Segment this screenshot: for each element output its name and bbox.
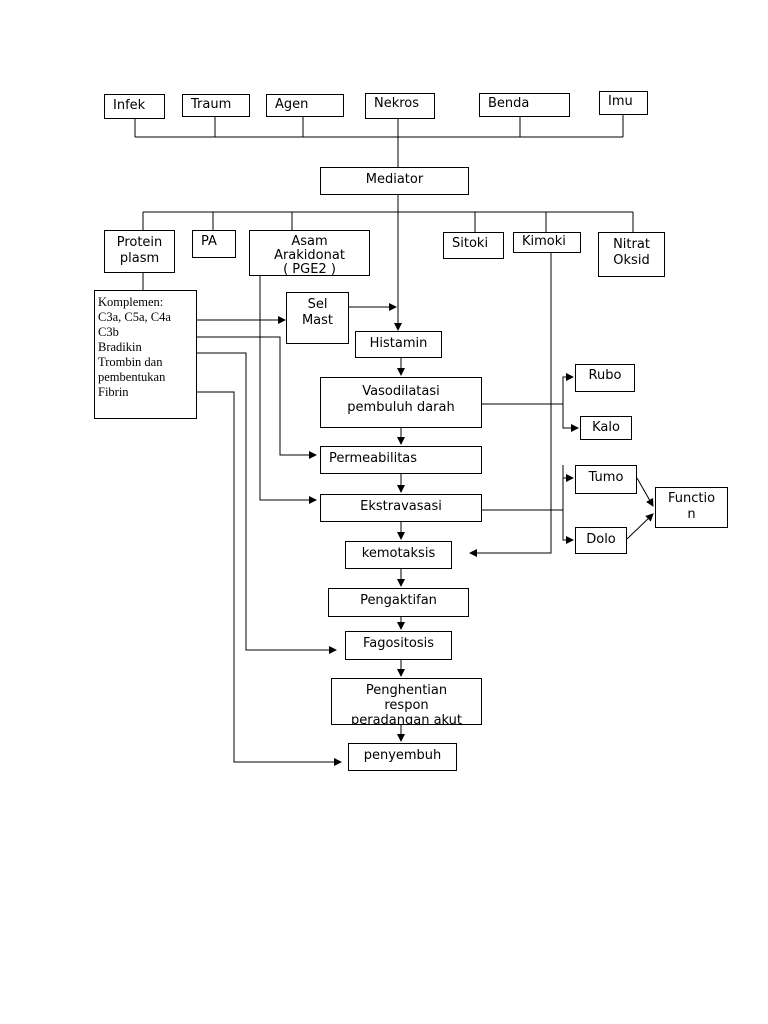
tumor-box: Tumo (575, 465, 637, 494)
ekstravasasi-box: Ekstravasasi (320, 494, 482, 522)
komplemen-box: Komplemen: C3a, C5a, C4a C3b Bradikin Tr… (94, 290, 197, 419)
pa-box: PA (192, 230, 236, 258)
kemotaksis-box: kemotaksis (345, 541, 452, 569)
kimoki-box: Kimoki (513, 232, 581, 253)
histamin-box: Histamin (355, 331, 442, 358)
fagositosis-box: Fagositosis (345, 631, 452, 660)
rubor-box: Rubo (575, 364, 635, 392)
nitrat-oksid-box: Nitrat Oksid (598, 232, 665, 277)
dolor-box: Dolo (575, 527, 627, 554)
function-box: Functio n (655, 487, 728, 528)
permeabilitas-box: Permeabilitas (320, 446, 482, 474)
penyembuh-box: penyembuh (348, 743, 457, 771)
sel-mast-box: Sel Mast (286, 292, 349, 344)
mediator-box: Mediator (320, 167, 469, 195)
source-imu: Imu (599, 91, 648, 115)
penghentian-box: Penghentian respon peradangan akut (331, 678, 482, 725)
source-agen: Agen (266, 94, 344, 117)
source-traum: Traum (182, 94, 250, 117)
source-benda: Benda (479, 93, 570, 117)
kalor-box: Kalo (580, 416, 632, 440)
sitoki-box: Sitoki (443, 232, 504, 259)
vasodilatasi-box: Vasodilatasi pembuluh darah (320, 377, 482, 428)
asam-arakidonat-box: Asam Arakidonat ( PGE2 ) (249, 230, 370, 276)
source-nekros: Nekros (365, 93, 435, 119)
source-infek: Infek (104, 94, 165, 119)
pengaktifan-box: Pengaktifan (328, 588, 469, 617)
protein-plasma-box: Protein plasm (104, 230, 175, 273)
